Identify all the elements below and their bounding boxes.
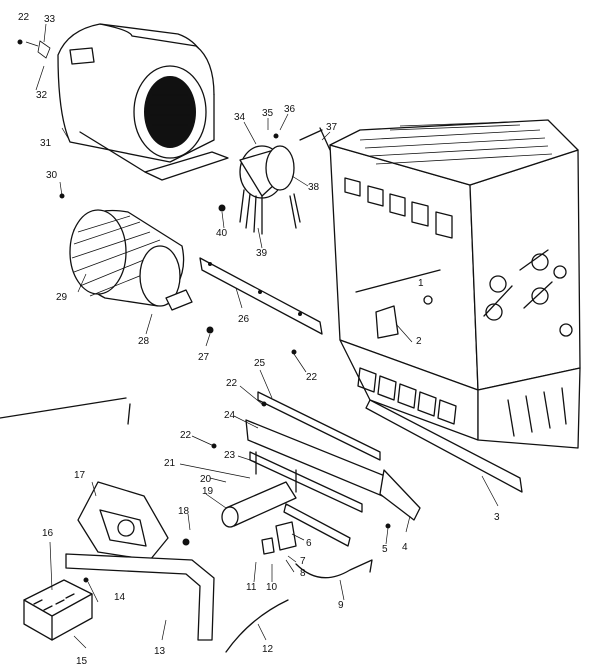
callout-p9: 9: [338, 600, 344, 611]
callout-p8: 8: [300, 568, 306, 579]
callout-p22a: 22: [18, 12, 30, 23]
callout-p22c: 22: [226, 378, 238, 389]
callout-p22b: 22: [306, 372, 318, 383]
mounting-rail: [199, 257, 323, 335]
burner-assembly: [245, 391, 421, 547]
callout-p15: 15: [76, 656, 88, 667]
callout-p34: 34: [234, 112, 246, 123]
callout-p31: 31: [40, 138, 52, 149]
shadow-line-left: [0, 397, 131, 425]
blower-motor: [218, 127, 331, 235]
callout-p40: 40: [216, 228, 228, 239]
callout-p10: 10: [266, 582, 278, 593]
callout-p25: 25: [254, 358, 266, 369]
callout-p37: 37: [326, 122, 338, 133]
leader-lines: [35, 23, 499, 649]
callout-p20: 20: [200, 474, 212, 485]
callout-p11: 11: [246, 582, 257, 593]
burner-tube: [221, 481, 297, 528]
callout-p28: 28: [138, 336, 150, 347]
callout-p27: 27: [198, 352, 210, 363]
callout-p26: 26: [238, 314, 250, 325]
callout-p2: 2: [416, 336, 422, 347]
callout-p38: 38: [308, 182, 320, 193]
callout-p29: 29: [56, 292, 68, 303]
callout-p30: 30: [46, 170, 58, 181]
callout-p5: 5: [382, 544, 388, 555]
callout-p4: 4: [402, 542, 408, 553]
callout-p18: 18: [178, 506, 190, 517]
callout-p14: 14: [114, 592, 126, 603]
blower-housing: [25, 23, 229, 181]
callout-p7: 7: [300, 556, 306, 567]
callout-p19: 19: [202, 486, 214, 497]
blower-wheel: [69, 209, 193, 311]
gas-pipe-bracket: [65, 553, 215, 641]
callout-p35: 35: [262, 108, 274, 119]
wire-and-tube: [225, 521, 373, 653]
callout-p32: 32: [36, 90, 48, 101]
callout-p1: 1: [418, 278, 424, 289]
callout-p16: 16: [42, 528, 54, 539]
transformer: [23, 579, 93, 641]
heat-exchanger-cabinet: [329, 119, 581, 493]
control-module: [77, 481, 190, 561]
callout-p36: 36: [284, 104, 296, 115]
callout-p33: 33: [44, 14, 56, 25]
callout-p3: 3: [494, 512, 500, 523]
callout-p21: 21: [164, 458, 176, 469]
callout-p6: 6: [306, 538, 312, 549]
callout-p12: 12: [262, 644, 274, 655]
callout-p22d: 22: [180, 430, 192, 441]
callout-p17: 17: [74, 470, 86, 481]
callout-p23: 23: [224, 450, 236, 461]
callout-p39: 39: [256, 248, 268, 259]
callout-p13: 13: [154, 646, 166, 657]
callout-p24: 24: [224, 410, 236, 421]
